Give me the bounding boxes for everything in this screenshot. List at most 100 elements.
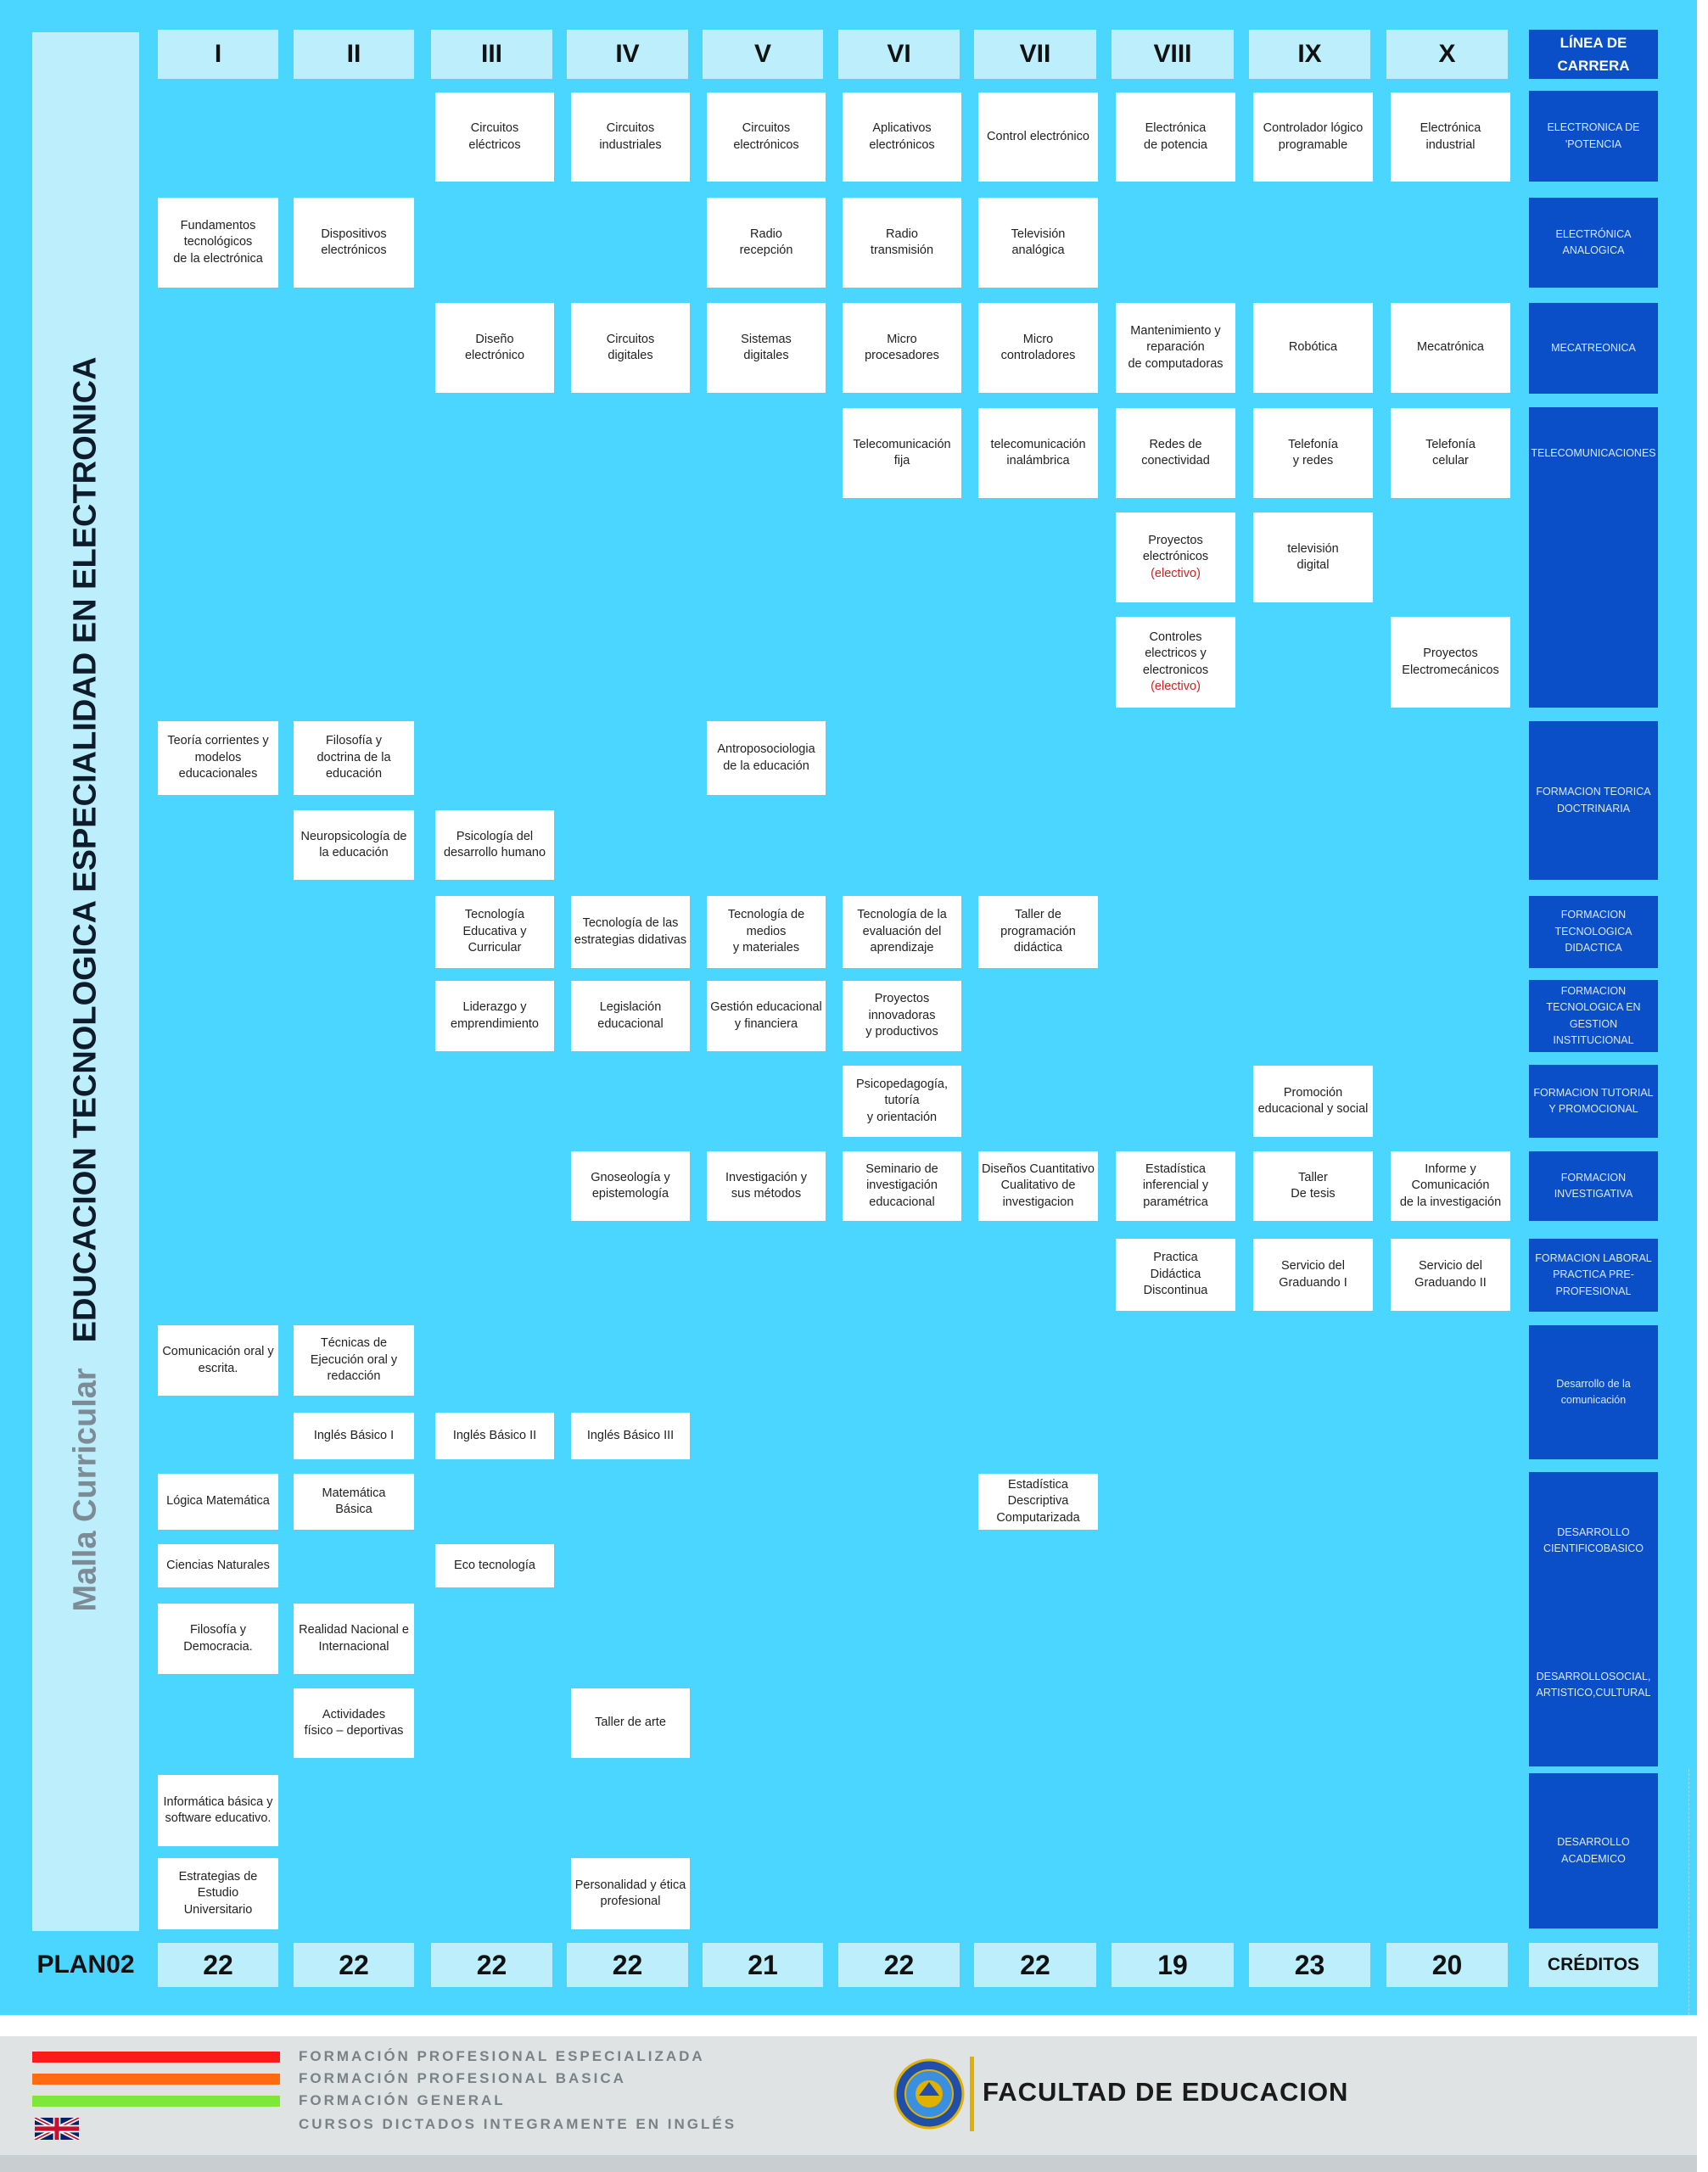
career-line-block: TELECOMUNICACIONES [1529, 407, 1658, 708]
course-name-line: electrónicos [321, 244, 387, 257]
course-name-line: educacional [869, 1195, 935, 1209]
course-cell: Control electrónico [978, 92, 1098, 182]
course-name-line: electrónico [464, 349, 525, 362]
legend-swatch-general [32, 2096, 280, 2107]
course-name-line: Micro [1022, 332, 1054, 346]
course-name-line: Estudio [197, 1886, 239, 1900]
career-line-header: LÍNEA DE CARRERA [1529, 30, 1658, 79]
course-name-line: de potencia [1144, 137, 1207, 152]
course-name-line: Matemática [322, 1486, 386, 1500]
credit-cell: 22 [974, 1943, 1096, 1987]
course-name-line: físico – deportivas [304, 1724, 404, 1738]
course-name-line: Estadística [1008, 1477, 1068, 1492]
course-name-line: Robótica [1288, 340, 1338, 355]
divider [970, 2057, 974, 2131]
course-cell: Legislación educacional [571, 981, 690, 1051]
course-name-line: De tesis [1291, 1187, 1336, 1201]
course-name-line: electricos y [1145, 647, 1207, 660]
course-name-line: Liderazgo y [462, 1000, 527, 1014]
career-line-block: FORMACION TECNOLOGICA DIDACTICA [1529, 896, 1658, 968]
course-name-line: desarrollo humano [443, 846, 546, 859]
career-line-block: ELECTRÓNICA ANALOGICA [1529, 198, 1658, 288]
course-name-line: Legislación [599, 1000, 662, 1014]
credit-cell: 22 [567, 1943, 688, 1987]
title-part-1: Malla Curricular [67, 1368, 104, 1612]
title-part-2: EDUCACION TECNOLOGICA ESPECIALIDAD EN EL… [67, 356, 104, 1343]
course-name-line: celular [1432, 454, 1469, 467]
course-name-line: Informática básica y [163, 1794, 273, 1809]
course-name-line: electrónicos [1142, 550, 1209, 564]
career-line-block: DESARROLLO CIENTIFICOBASICO [1529, 1472, 1658, 1609]
course-name-line: Técnicas de [320, 1336, 388, 1351]
course-name-line: Internacional [318, 1639, 389, 1654]
course-name-line: tutoría [884, 1094, 920, 1108]
course-name-line: Circuitos [606, 121, 655, 135]
course-cell: Circuitos industriales [571, 92, 690, 182]
course-name-line: de la investigación [1399, 1195, 1502, 1209]
credit-cell: 19 [1112, 1943, 1234, 1987]
course-name-line: electrónicos [733, 137, 799, 152]
course-cell: Ciencias Naturales [158, 1544, 278, 1587]
course-name-line: Practica [1153, 1251, 1198, 1265]
course-name-line: aprendizaje [870, 941, 934, 955]
plan-label: PLAN02 [36, 1951, 135, 1979]
course-name-line: Servicio del [1281, 1259, 1345, 1273]
credit-cell: 23 [1249, 1943, 1370, 1987]
course-name-line: Inglés Básico III [586, 1428, 675, 1442]
course-name-line: programación [1000, 924, 1076, 938]
career-line-block: FORMACION LABORAL PRACTICA PRE-PROFESION… [1529, 1239, 1658, 1312]
course-name-line: la educación [319, 846, 389, 859]
course-name-line: Actividades [322, 1707, 386, 1721]
credit-cell: 22 [431, 1943, 552, 1987]
course-name-line: doctrina de la [316, 750, 391, 764]
course-name-line: digital [1296, 558, 1330, 572]
course-name-line: electronicos [1142, 663, 1209, 677]
course-name-line: Teoría corrientes y [167, 734, 269, 748]
career-line-block: FORMACION INVESTIGATIVA [1529, 1151, 1658, 1221]
career-line-block: FORMACION TUTORIAL Y PROMOCIONAL [1529, 1065, 1658, 1138]
course-name-line: (electivo) [1151, 566, 1201, 580]
course-name-line: Filosofía y [189, 1623, 247, 1637]
course-name-line: Mecatrónica [1417, 340, 1484, 355]
course-name-line: Realidad Nacional e [299, 1623, 409, 1637]
course-name-line: de la electrónica [173, 251, 263, 266]
course-name-line: Fundamentos [180, 218, 256, 232]
semester-header: VII [974, 30, 1096, 79]
faculty-name: FACULTAD DE EDUCACION [983, 2077, 1349, 2107]
course-name-line: Educativa y [462, 924, 527, 938]
course-name-line: emprendimiento [451, 1016, 539, 1031]
career-line-block: DESARROLLOSOCIAL, ARTISTICO,CULTURAL [1529, 1604, 1658, 1766]
legend-label: FORMACIÓN PROFESIONAL BASICA [299, 2070, 626, 2086]
career-line-block: ELECTRONICA DE 'POTENCIA [1529, 91, 1658, 182]
course-name-line: Ciencias Naturales [166, 1558, 270, 1572]
course-cell: Inglés Básico II [435, 1413, 554, 1459]
course-name-line: Redes de [1149, 437, 1202, 451]
course-name-line: industriales [599, 137, 662, 152]
course-name-line: educacionales [178, 767, 258, 781]
course-name-line: Controlador lógico [1263, 121, 1364, 135]
course-name-line: educacional [597, 1016, 664, 1031]
course-name-line: Neuropsicología de [300, 829, 407, 843]
semester-header: III [431, 30, 552, 79]
course-name-line: Gnoseología y [591, 1170, 670, 1184]
semester-header: IV [567, 30, 688, 79]
semester-header: II [294, 30, 414, 79]
course-name-line: Estadística [1145, 1162, 1206, 1176]
course-cell: Lógica Matemática [158, 1474, 278, 1530]
course-name-line: Graduando II [1414, 1275, 1487, 1290]
